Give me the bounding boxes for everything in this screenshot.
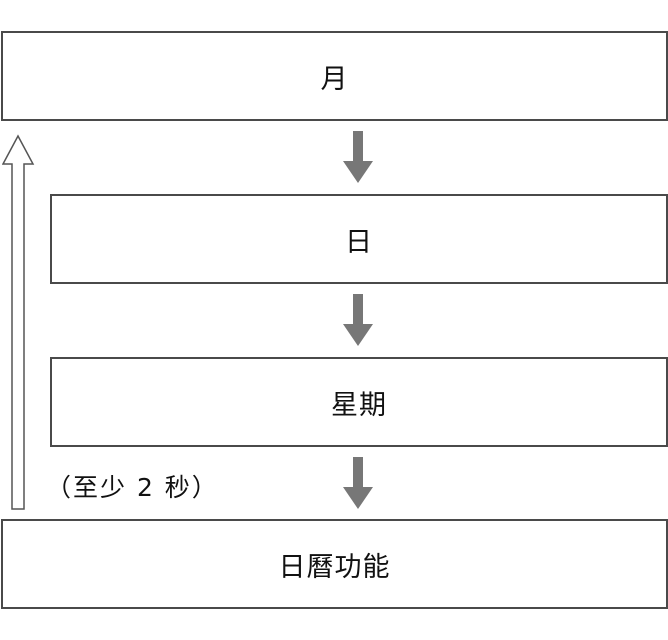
step-weekday-label: 星期 [331, 389, 387, 421]
step-calendar-function-box: 日曆功能 [1, 519, 668, 609]
step-day-label: 日 [345, 226, 373, 258]
step-month-box: 月 [1, 31, 668, 121]
step-month-label: 月 [320, 63, 349, 95]
up-arrow-icon [2, 134, 35, 510]
step-day-box: 日 [50, 194, 668, 284]
step-weekday-box: 星期 [50, 357, 668, 447]
down-arrow-icon [343, 457, 373, 509]
down-arrow-icon [343, 131, 373, 183]
duration-note: （至少 2 秒） [46, 473, 219, 502]
step-calendar-function-label: 日曆功能 [278, 551, 391, 583]
down-arrow-icon [343, 294, 373, 346]
